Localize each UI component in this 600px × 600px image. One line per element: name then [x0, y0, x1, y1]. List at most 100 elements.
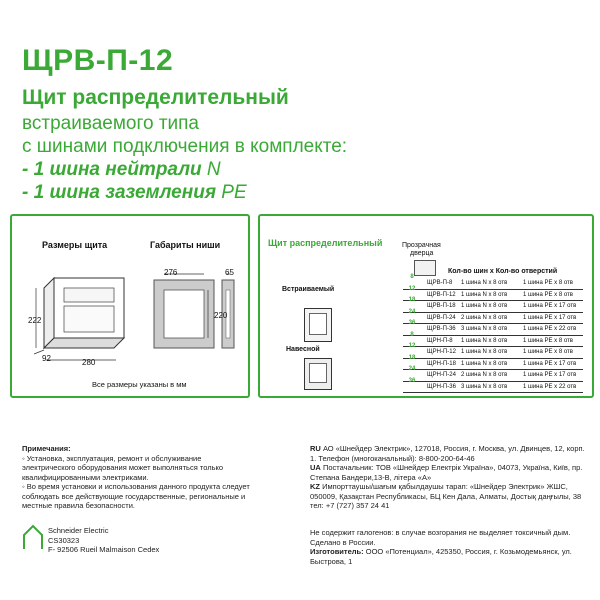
subtitle-line-1: встраиваемого типа: [22, 113, 200, 134]
contact-country: UA: [310, 463, 321, 472]
dim-panel-height: 222: [28, 316, 42, 325]
manufacturer-label: Изготовитель:: [310, 547, 364, 556]
contact-country: KZ: [310, 482, 320, 491]
module-count: 36: [408, 377, 416, 384]
made-in: Сделано в России.: [310, 537, 376, 547]
company-code: CS30323: [48, 535, 80, 545]
door-label-1: Прозрачная: [402, 242, 441, 249]
dim-niche-height: 220: [214, 311, 228, 320]
model-cell: ЩРВ-П-18: [427, 303, 456, 309]
notes-bullet-icon: ◦: [22, 453, 27, 463]
pe-bus-cell: 1 шина PE x 8 отв: [523, 280, 573, 286]
manufacturer-block: Не содержит галогенов: в случае возгоран…: [310, 528, 590, 566]
notes-line: электрического оборудования может выполн…: [22, 463, 224, 472]
module-count: 18: [408, 297, 416, 303]
model-cell: ЩРВ-П-8: [427, 280, 453, 286]
pe-bus-cell: 1 шина PE x 8 отв: [523, 337, 573, 344]
specs-heading: Щит распределительный: [268, 238, 383, 248]
type-embedded-label: Встраиваемый: [282, 286, 335, 293]
model-cell: ЩРН-П-18: [427, 360, 456, 367]
pe-bus-cell: 1 шина PE x 17 отв: [523, 314, 577, 321]
bullet-tail: N: [201, 159, 221, 180]
door-icon: [414, 260, 436, 276]
notes-line: местные правила безопасности.: [22, 501, 136, 510]
pe-bus-cell: 1 шина PE x 17 отв: [523, 372, 577, 378]
model-cell: ЩРН-П-24: [427, 372, 456, 378]
contact-text: Импорттаушы/шағым қабылдаушы тарап: «Шне…: [310, 482, 582, 510]
notes-line: Во время установки и использования данно…: [26, 482, 250, 491]
dim-niche-width: 276: [164, 268, 178, 277]
n-bus-cell: 1 шина N x 8 отв: [461, 337, 508, 344]
n-bus-cell: 1 шина N x 8 отв: [461, 303, 508, 309]
dim-niche-depth: 65: [225, 268, 234, 277]
module-count: 24: [408, 308, 416, 315]
dim-panel-depth: 92: [42, 354, 51, 363]
contacts-block: RU АО «Шнейдер Электрик», 127018, Россия…: [310, 444, 590, 511]
embedded-panel-icon: [304, 308, 332, 342]
bullet-neutral-bus: - 1 шина нейтрали N: [22, 159, 221, 181]
module-count: 8: [410, 331, 414, 338]
pe-bus-cell: 1 шина PE x 17 отв: [523, 360, 577, 367]
bullet-bold: 1 шина заземления: [33, 182, 217, 203]
bullet-tail: PE: [216, 182, 247, 203]
house-icon: [23, 524, 43, 549]
model-cell: ЩРВ-П-12: [427, 291, 456, 298]
halogen-note: Не содержит галогенов: в случае возгоран…: [310, 528, 571, 537]
model-cell: ЩРН-П-36: [427, 383, 456, 390]
manufacturer-text: ООО «Потенциал», 425350, Россия, г. Козь…: [310, 547, 572, 566]
module-count: 18: [408, 354, 416, 361]
n-bus-cell: 1 шина N x 8 отв: [461, 360, 508, 367]
module-count: 24: [408, 366, 416, 372]
n-bus-cell: 1 шина N x 8 отв: [461, 349, 508, 355]
model-cell: ЩРН-П-8: [427, 337, 453, 344]
notes-bullet-icon: ◦: [22, 482, 27, 491]
product-code-title: ЩРВ-П-12: [22, 44, 174, 77]
pe-bus-cell: 1 шина PE x 22 отв: [523, 326, 577, 332]
notes-line: соблюдать все действующие государственны…: [22, 491, 246, 501]
bus-count-header: Кол-во шин х Кол-во отверстий: [448, 268, 558, 275]
bullet-ground-bus: - 1 шина заземления PE: [22, 182, 247, 204]
company-block: Schneider Electric CS30323 F- 92506 Ruei…: [48, 526, 159, 555]
dim-panel-width: 280: [82, 358, 96, 367]
specs-panel: Щит распределительный Прозрачная дверца …: [258, 214, 594, 398]
model-cell: ЩРН-П-12: [427, 349, 456, 355]
bullet-dash: -: [22, 182, 34, 203]
n-bus-cell: 2 шина N x 8 отв: [461, 314, 508, 321]
contact-text: АО «Шнейдер Электрик», 127018, Россия, г…: [310, 444, 585, 463]
model-cell: ЩРВ-П-24: [427, 314, 456, 321]
pe-bus-cell: 1 шина PE x 8 отв: [523, 291, 573, 298]
notes-line: Установка, эксплуатация, ремонт и обслуж…: [26, 453, 202, 463]
pe-bus-cell: 1 шина PE x 8 отв: [523, 349, 573, 355]
safety-notes: Примечания: ◦ Установка, эксплуатация, р…: [22, 444, 282, 511]
contact-text: Постачальник: ТОВ «Шнейдер Електрік Укра…: [310, 463, 583, 482]
footer-section: Примечания: ◦ Установка, эксплуатация, р…: [0, 440, 600, 600]
dimensions-panel: Размеры щита Габариты ниши 222 280 92 27…: [10, 214, 250, 398]
notes-title: Примечания:: [22, 444, 71, 453]
pe-bus-cell: 1 шина PE x 22 отв: [523, 383, 577, 390]
n-bus-cell: 3 шина N x 8 отв: [461, 326, 508, 332]
door-label-2: дверца: [410, 250, 434, 257]
panel-size-label: Размеры щита: [42, 240, 108, 250]
dimensions-note: Все размеры указаны в мм: [92, 380, 187, 389]
module-count: 36: [408, 320, 416, 326]
module-count: 8: [410, 274, 414, 280]
n-bus-cell: 1 шина N x 8 отв: [461, 280, 508, 286]
product-heading: Щит распределительный: [22, 86, 289, 109]
contact-country: RU: [310, 444, 321, 453]
subtitle-line-2: с шинами подключения в комплекте:: [22, 136, 348, 157]
bullet-dash: -: [22, 159, 34, 180]
pe-bus-cell: 1 шина PE x 17 отв: [523, 303, 577, 309]
model-cell: ЩРВ-П-36: [427, 326, 456, 332]
module-count: 12: [408, 285, 416, 292]
n-bus-cell: 2 шина N x 8 отв: [461, 372, 508, 378]
